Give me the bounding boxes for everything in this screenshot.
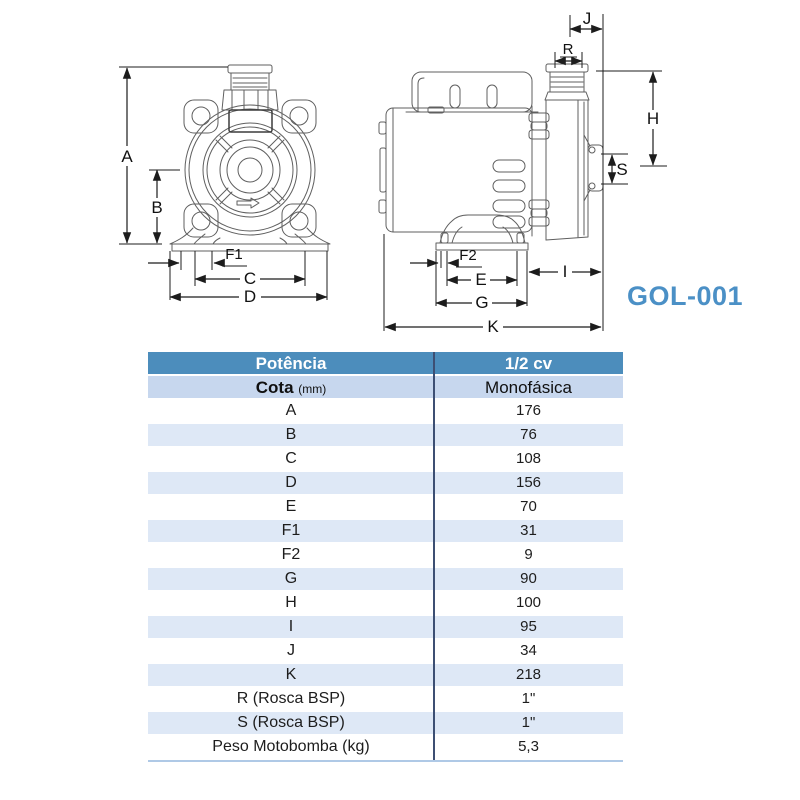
dim-label-c: C: [244, 269, 256, 288]
table-row: S (Rosca BSP) 1": [148, 712, 623, 736]
dim-label-cell: B: [285, 426, 297, 443]
table-row: R (Rosca BSP) 1": [148, 688, 623, 712]
dim-label-s: S: [616, 160, 627, 179]
side-outlet-pipe: [545, 63, 589, 93]
table-row: F1 31: [148, 520, 623, 544]
dim-value-cell: 176: [515, 402, 542, 419]
side-base: [435, 214, 529, 251]
dim-label-cell: A: [285, 402, 297, 419]
front-outlet-pipe: [221, 64, 279, 111]
dim-label-cell: F2: [281, 546, 301, 563]
phase-value: Monofásica: [485, 378, 572, 397]
dim-value-cell: 76: [520, 426, 537, 443]
dim-label-cell: R (Rosca BSP): [236, 690, 346, 707]
dim-label-b: B: [151, 198, 162, 217]
dim-label-cell: G: [284, 570, 298, 587]
dim-label-i: I: [563, 262, 568, 281]
table-row: B 76: [148, 424, 623, 448]
dim-value-cell: 90: [520, 570, 537, 587]
terminal-box: [405, 71, 539, 114]
table-column-divider: [433, 352, 435, 760]
table-subheader-row: Cota (mm) Monofásica: [148, 376, 623, 400]
dim-label-j: J: [583, 9, 592, 28]
dim-value-cell: 70: [520, 498, 537, 515]
dim-value-cell: 9: [524, 546, 533, 563]
table-row: K 218: [148, 664, 623, 688]
dim-value-cell: 108: [515, 450, 542, 467]
table-row: E 70: [148, 496, 623, 520]
table-row: F2 9: [148, 544, 623, 568]
dim-label-k: K: [487, 317, 499, 336]
dim-value-cell: 95: [520, 618, 537, 635]
pump-technical-drawing: A B F1 C D J R H S F2 E G I K: [118, 9, 667, 336]
table-header-row: Potência 1/2 cv: [148, 352, 623, 376]
dim-label-cell: K: [285, 666, 297, 683]
dim-value-cell: 31: [520, 522, 537, 539]
table-body: A 176 B 76 C 108 D 156 E 70 F1 31 F2 9 G: [148, 400, 623, 760]
dim-label-d: D: [244, 287, 256, 306]
front-mounting-ears: [183, 99, 317, 238]
cota-label: Cota (mm): [255, 378, 327, 397]
dim-label-r: R: [563, 41, 574, 58]
dim-value-cell: 218: [515, 666, 542, 683]
power-label: Potência: [255, 354, 327, 373]
dim-label-cell: Peso Motobomba (kg): [212, 738, 370, 755]
dim-label-cell: D: [285, 474, 297, 491]
dim-label-cell: I: [288, 618, 294, 635]
table-row: J 34: [148, 640, 623, 664]
suction-port: [583, 134, 604, 202]
dim-value-cell: 1": [521, 714, 536, 731]
dim-value-cell: 5,3: [518, 738, 539, 755]
table-row: I 95: [148, 616, 623, 640]
dim-value-cell: 34: [520, 642, 537, 659]
side-volute: [544, 91, 590, 241]
dim-value-cell: 100: [515, 594, 542, 611]
spec-table: Potência 1/2 cv Cota (mm) Monofásica A 1…: [148, 352, 623, 762]
dim-label-e: E: [475, 270, 486, 289]
pump-front-view: [169, 64, 331, 252]
table-row: Peso Motobomba (kg) 5,3: [148, 736, 623, 760]
rotation-arrow-icon: [236, 197, 260, 209]
dim-label-g: G: [475, 293, 488, 312]
front-port-junction: [228, 109, 273, 133]
clamp-band: [528, 99, 550, 241]
pump-side-view: [378, 63, 604, 251]
dim-value-cell: 156: [515, 474, 542, 491]
dim-label-f2: F2: [459, 247, 477, 264]
table-row: A 176: [148, 400, 623, 424]
dim-label-cell: F1: [281, 522, 301, 539]
dim-value-cell: 1": [521, 690, 536, 707]
dim-label-cell: C: [285, 450, 297, 467]
motor-body: [378, 107, 533, 233]
power-value: 1/2 cv: [504, 354, 553, 373]
dim-label-cell: H: [285, 594, 297, 611]
dim-label-f1: F1: [225, 246, 243, 263]
front-base: [169, 227, 331, 252]
dim-label-a: A: [121, 147, 133, 166]
dim-label-cell: S (Rosca BSP): [237, 714, 345, 731]
dim-label-cell: E: [285, 498, 297, 515]
model-name: GOL-001: [627, 281, 744, 311]
table-row: D 156: [148, 472, 623, 496]
dim-label-cell: J: [287, 642, 295, 659]
dim-label-h: H: [647, 109, 659, 128]
table-row: C 108: [148, 448, 623, 472]
table-row: G 90: [148, 568, 623, 592]
table-row: H 100: [148, 592, 623, 616]
front-volute-circles: [184, 104, 316, 236]
